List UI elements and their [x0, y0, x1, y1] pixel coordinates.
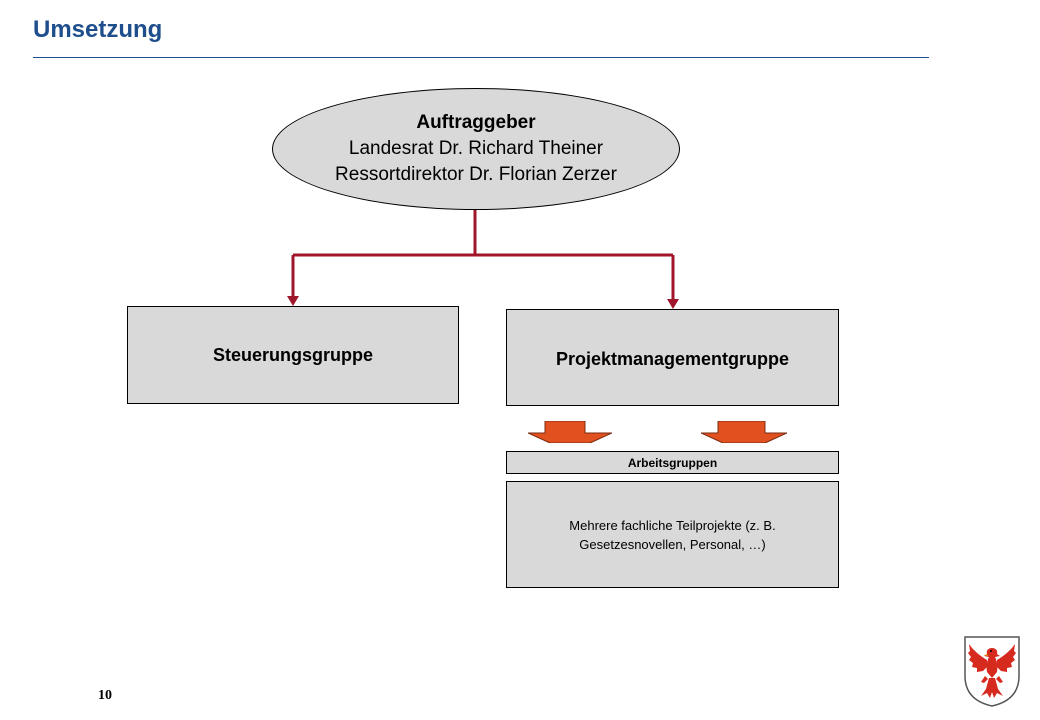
- pm-group-box: Projektmanagementgruppe: [506, 309, 839, 406]
- subprojects-box: Mehrere fachliche Teilprojekte (z. B. Ge…: [506, 481, 839, 588]
- client-ellipse: Auftraggeber Landesrat Dr. Richard Thein…: [272, 88, 680, 210]
- down-arrow-right-icon: [701, 421, 787, 443]
- steering-group-label: Steuerungsgruppe: [212, 344, 373, 365]
- pm-group-label: Projektmanagementgruppe: [555, 349, 790, 369]
- arrowhead-steering: [287, 296, 299, 306]
- title-divider: [33, 57, 929, 58]
- working-groups-label: Arbeitsgruppen: [627, 455, 718, 470]
- client-heading: Auftraggeber: [416, 112, 536, 133]
- page-number: 10: [98, 688, 112, 703]
- down-arrow-left-icon: [528, 421, 612, 443]
- page-title: Umsetzung: [33, 16, 163, 43]
- arrowhead-pm: [667, 299, 679, 309]
- client-line-1: Landesrat Dr. Richard Theiner: [348, 138, 604, 159]
- client-line-2: Ressortdirektor Dr. Florian Zerzer: [335, 164, 617, 185]
- steering-group-box: Steuerungsgruppe: [127, 306, 459, 404]
- tyrolean-eagle-coat-of-arms-icon: [964, 636, 1020, 707]
- subprojects-text: Mehrere fachliche Teilprojekte (z. B. Ge…: [569, 517, 776, 552]
- working-groups-header: Arbeitsgruppen: [506, 451, 839, 474]
